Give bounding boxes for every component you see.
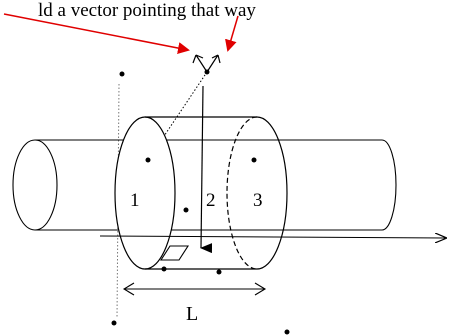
surface-element	[159, 245, 190, 261]
red-arrow-left	[3, 13, 190, 54]
caption-text: ld a vector pointing that way	[38, 0, 256, 21]
dot-top-left	[119, 71, 125, 77]
dot-bottom-1	[161, 266, 167, 272]
axis-arrow	[99, 236, 445, 238]
length-label: L	[186, 303, 198, 325]
thin-pipe	[12, 139, 397, 231]
region-3-label: 3	[253, 190, 263, 211]
dot-right-face	[251, 157, 257, 163]
region-2-label: 2	[206, 190, 216, 211]
length-dimension	[122, 282, 267, 296]
vertical-arrow	[200, 85, 213, 254]
region-1-label: 1	[130, 190, 140, 211]
dot-left-face	[145, 157, 151, 163]
dot-bottom-2	[216, 269, 222, 275]
dotted-vertical-line	[116, 83, 120, 319]
dot-bottom-right	[284, 329, 290, 335]
dot-center	[183, 207, 189, 213]
vector-glyph	[192, 54, 221, 73]
dot-bottom-left	[111, 320, 117, 326]
red-arrow-right	[225, 15, 239, 52]
